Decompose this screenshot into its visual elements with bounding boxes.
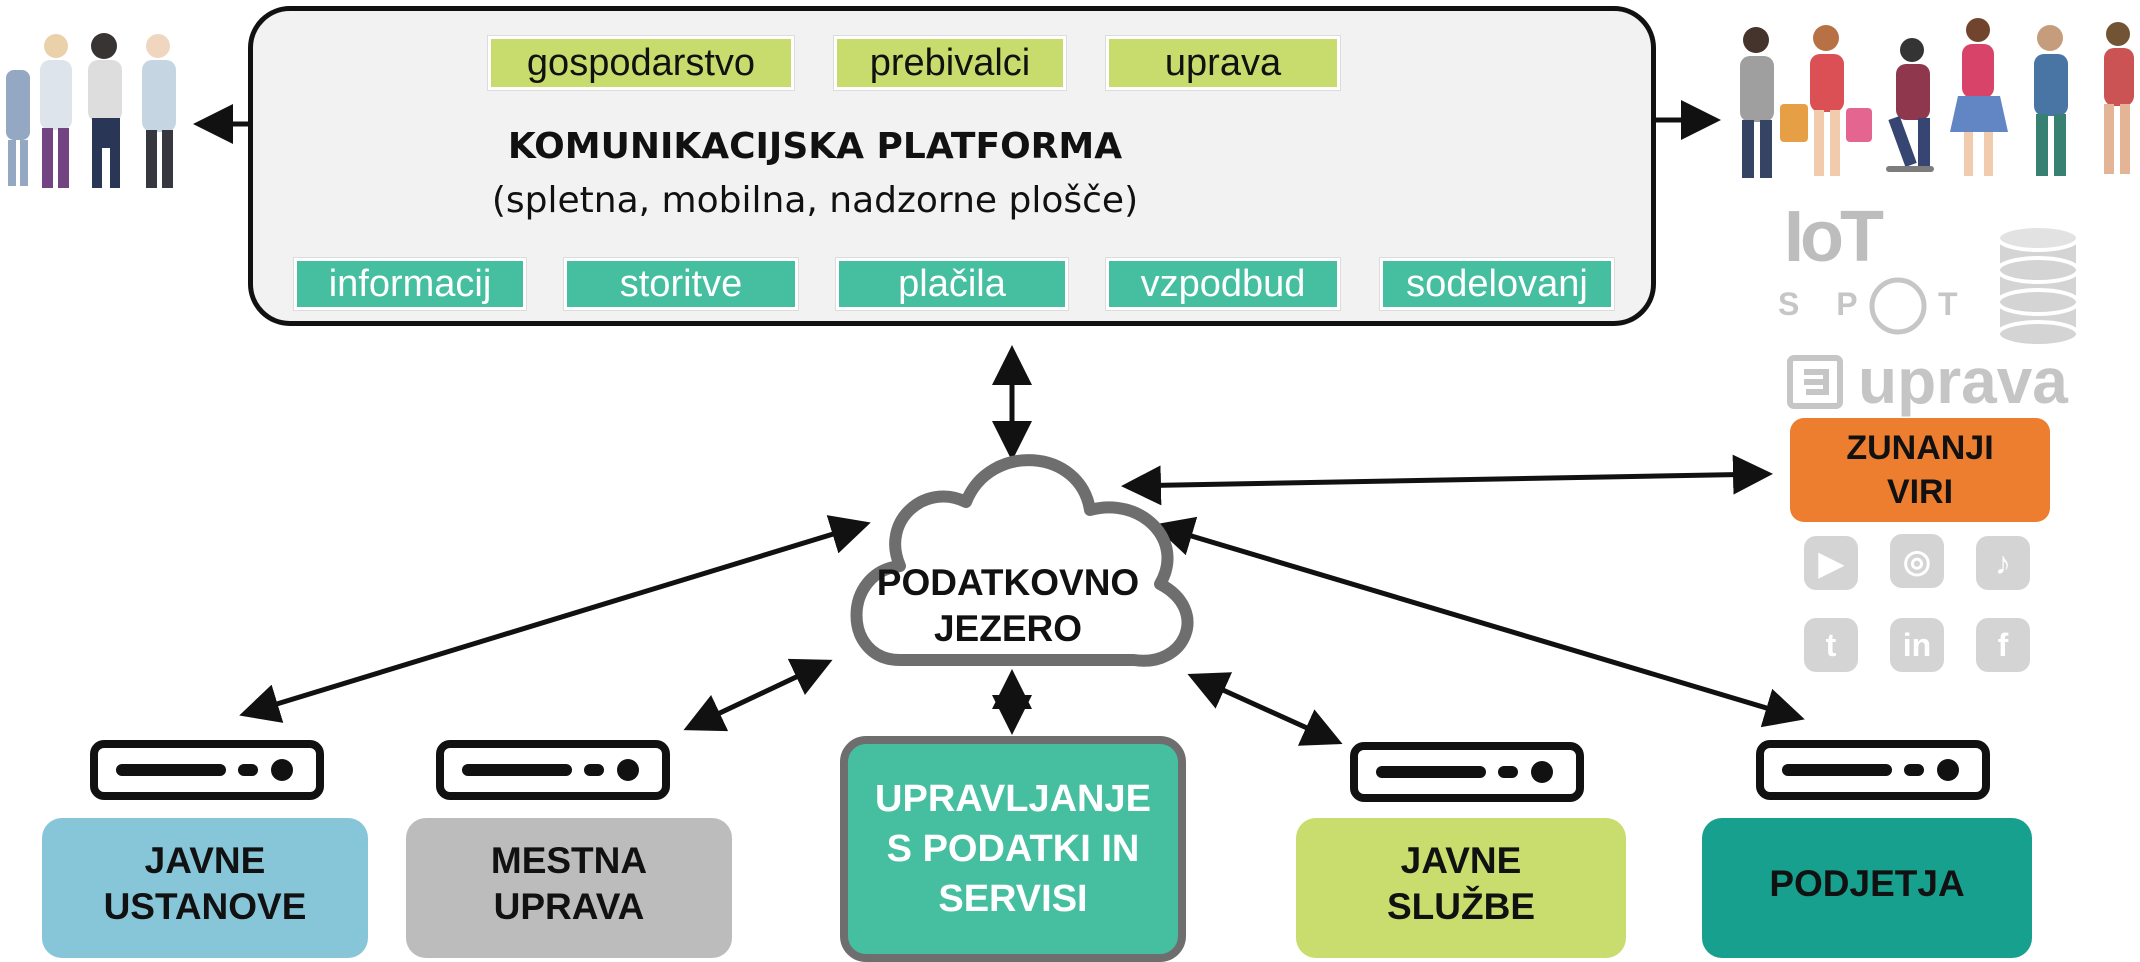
tag-placila[interactable]: plačila <box>836 258 1068 310</box>
box-javne-ustanove[interactable]: JAVNE USTANOVE <box>42 818 368 958</box>
tag-storitve[interactable]: storitve <box>564 258 798 310</box>
database-icon <box>1996 224 2080 348</box>
arrow-cloud-podjetja <box>1153 516 1805 728</box>
arrow-cloud-mestna-uprava <box>683 658 833 732</box>
box-podjetja[interactable]: PODJETJA <box>1702 818 2032 958</box>
box-mestna-uprava[interactable]: MESTNA UPRAVA <box>406 818 732 958</box>
platform-title: KOMUNIKACIJSKA PLATFORMA <box>507 126 1123 167</box>
tag-gospodarstvo[interactable]: gospodarstvo <box>488 36 794 90</box>
tag-uprava[interactable]: uprava <box>1106 36 1340 90</box>
server-icon <box>1350 742 1584 802</box>
arrow-cloud-javne-ustanove <box>239 515 871 723</box>
spot-logo: S P <box>1778 286 1872 322</box>
box-javne-sluzbe[interactable]: JAVNE SLUŽBE <box>1296 818 1626 958</box>
tag-informacij[interactable]: informacij <box>294 258 526 310</box>
linkedin-icon: in <box>1890 618 1944 672</box>
cloud-shape <box>850 454 1194 667</box>
server-icon <box>1756 740 1990 800</box>
spot-logo-t: T <box>1938 286 1958 322</box>
server-icon <box>90 740 324 800</box>
tag-sodelovanj[interactable]: sodelovanj <box>1380 258 1614 310</box>
platform-subtitle: (spletna, mobilna, nadzorne plošče) <box>491 180 1139 221</box>
tiktok-icon: ♪ <box>1976 536 2030 590</box>
tag-vzpodbud[interactable]: vzpodbud <box>1106 258 1340 310</box>
iot-logo: IoT <box>1784 197 1884 277</box>
arrow-cloud-external <box>1121 454 1773 506</box>
cloud-label: PODATKOVNO JEZERO <box>876 562 1140 649</box>
box-zunanji-viri[interactable]: ZUNANJI VIRI <box>1790 418 2050 522</box>
instagram-icon: ◎ <box>1890 534 1944 588</box>
facebook-icon: f <box>1976 618 2030 672</box>
euprava-logo-mark <box>1787 355 1843 409</box>
euprava-logo: uprava <box>1858 345 2068 417</box>
tag-prebivalci[interactable]: prebivalci <box>834 36 1066 90</box>
server-icon <box>436 740 670 800</box>
youtube-icon: ▶ <box>1804 536 1858 590</box>
right-people-illustration <box>1740 18 2134 178</box>
box-upravljanje-s-podatki[interactable]: UPRAVLJANJE S PODATKI IN SERVISI <box>840 736 1186 962</box>
tumblr-icon: t <box>1804 618 1858 672</box>
arrow-cloud-javne-sluzbe <box>1187 672 1343 746</box>
left-people-illustration <box>6 33 176 188</box>
spot-logo-circle <box>1869 277 1927 335</box>
